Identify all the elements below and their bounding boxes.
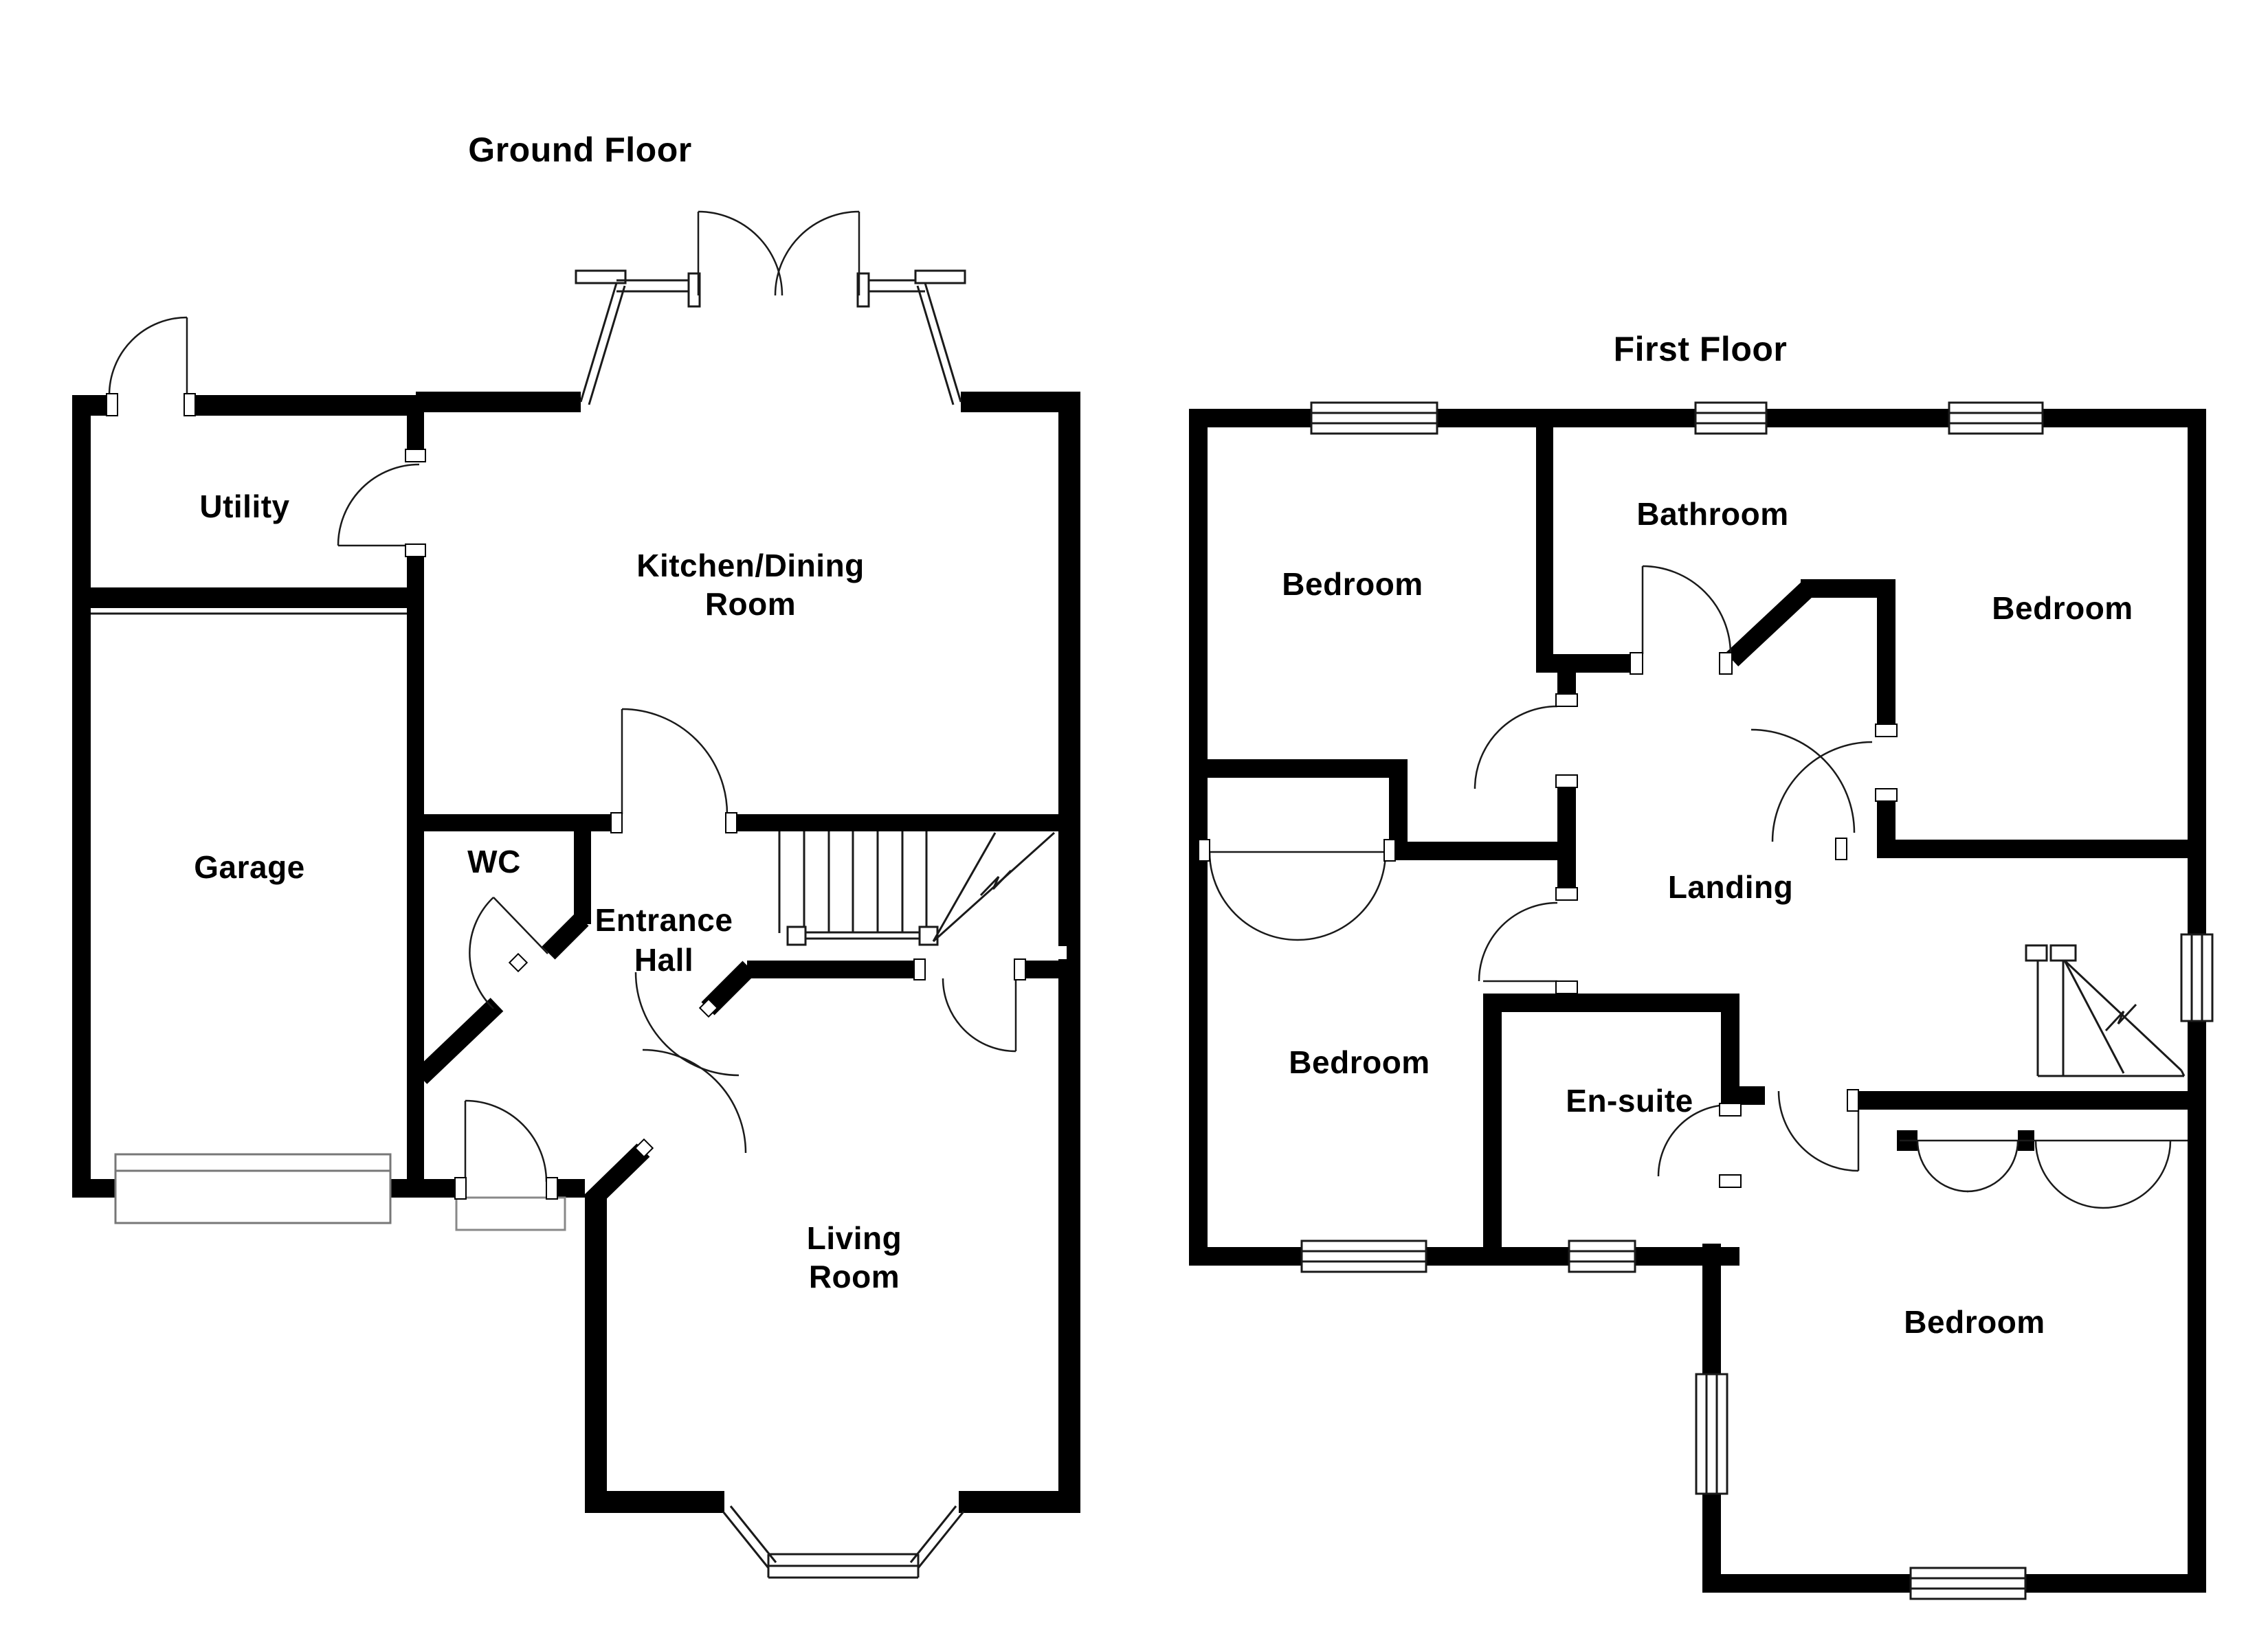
room-label-bedroom-bottom-left: Bedroom [1289, 1044, 1430, 1080]
room-label-entrance-line1: Entrance [594, 902, 733, 938]
room-label-garage: Garage [194, 849, 305, 885]
room-label-bedroom-top-right: Bedroom [1992, 590, 2133, 626]
french-doors [697, 210, 860, 296]
kitchen-bay-window [575, 269, 966, 405]
ground-floor-doors [108, 316, 1017, 1182]
bathroom-chamfer-wall [1725, 582, 1814, 666]
living-room-bay-window [722, 1505, 965, 1579]
room-label-kitchen-line2: Room [704, 586, 797, 622]
first-floor-title: First Floor [1613, 330, 1788, 368]
room-label-entrance-line2: Hall [634, 942, 694, 978]
room-label-living-line2: Room [808, 1259, 900, 1294]
room-label-living-line1: Living [806, 1220, 902, 1256]
first-floor-windows [1300, 401, 2214, 1600]
ground-floor-stairs [778, 831, 1056, 946]
room-label-bathroom: Bathroom [1636, 496, 1789, 532]
first-floor-walls [1189, 409, 2206, 1593]
first-floor-doors [1208, 565, 2188, 1209]
room-label-ensuite: En-suite [1566, 1083, 1693, 1119]
first-floor-stairs [2025, 944, 2186, 1077]
ground-floor-jambs [106, 393, 1067, 1200]
room-label-bedroom-bottom-right: Bedroom [1904, 1304, 2045, 1340]
porch [455, 1196, 566, 1231]
ground-floor-title: Ground Floor [468, 131, 692, 169]
room-label-utility: Utility [199, 489, 290, 524]
ground-floor-diagonal-walls [414, 912, 756, 1209]
room-label-kitchen-line1: Kitchen/Dining [636, 548, 865, 583]
ground-floor-walls [72, 392, 1080, 1513]
room-label-bedroom-top-left: Bedroom [1282, 566, 1423, 602]
room-label-landing: Landing [1667, 869, 1794, 905]
first-floor-jambs [1198, 652, 1898, 1188]
room-label-wc: WC [467, 844, 521, 879]
garage-door [114, 1153, 392, 1224]
